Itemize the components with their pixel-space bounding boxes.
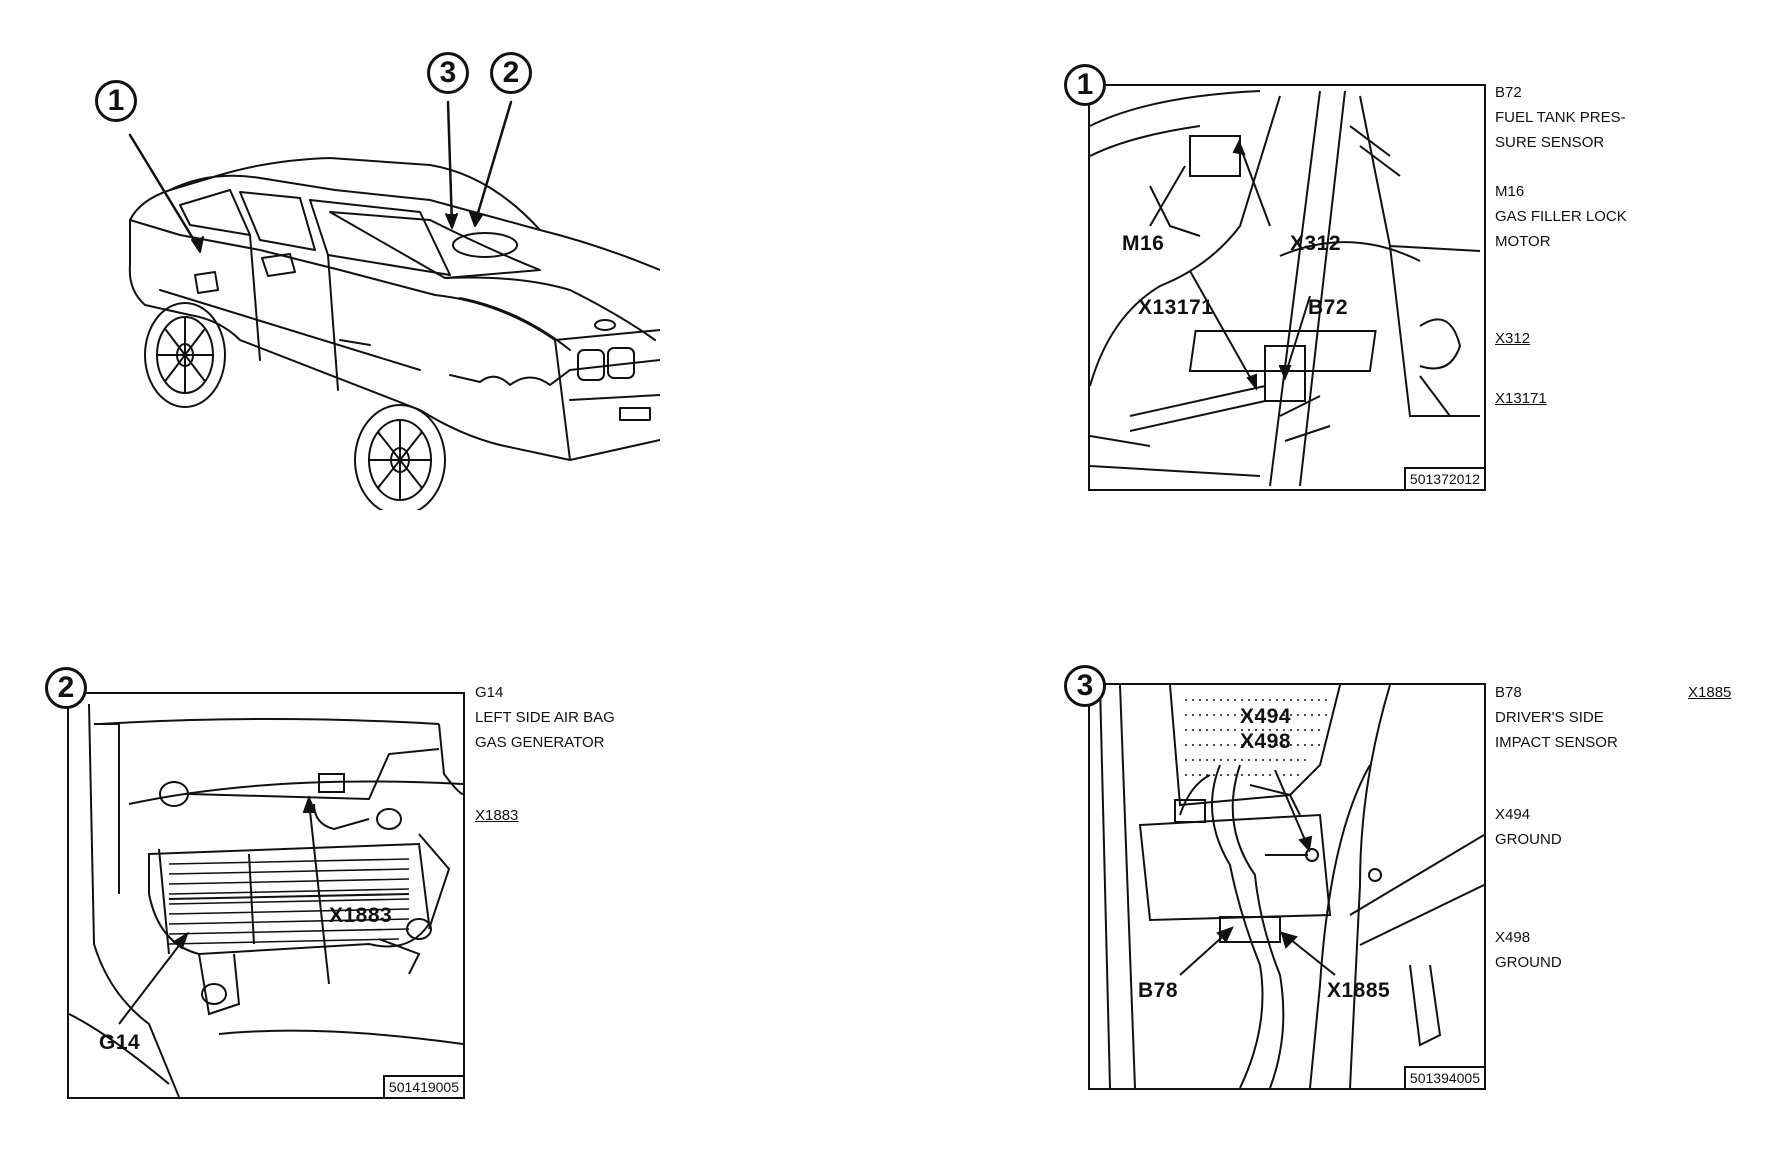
- car-marker-3-label: 3: [439, 56, 457, 89]
- legend-desc: SURE SENSOR: [1495, 134, 1605, 151]
- panel-marker-2-label: 2: [57, 671, 75, 704]
- callout-x1883: X1883: [329, 904, 393, 927]
- legend-desc: GROUND: [1495, 831, 1562, 848]
- airbag-generator-illustration: [69, 703, 463, 1097]
- legend-desc: GROUND: [1495, 954, 1562, 971]
- legend-desc: DRIVER'S SIDE: [1495, 709, 1604, 726]
- legend-entry-b72: B72 FUEL TANK PRES- SURE SENSOR: [1495, 80, 1627, 155]
- callout-x13171: X13171: [1138, 296, 1214, 319]
- callout-m16: M16: [1122, 232, 1165, 255]
- legend-code: X498: [1495, 929, 1531, 946]
- legend-panel-2: G14 LEFT SIDE AIR BAG GAS GENERATOR X188…: [475, 680, 615, 828]
- detail-panel-3: X494 X498 B78 X1885 501394005: [1088, 683, 1486, 1090]
- legend-entry-x498: X498 GROUND: [1495, 925, 1618, 975]
- legend-entry-m16: M16 GAS FILLER LOCK MOTOR: [1495, 179, 1627, 254]
- legend-connector-x1883: X1883: [475, 807, 519, 824]
- car-marker-1: 1: [95, 80, 137, 122]
- callout-b78: B78: [1138, 979, 1179, 1002]
- figure-number-1: 501372012: [1403, 467, 1484, 489]
- legend-panel-3: B78 DRIVER'S SIDE IMPACT SENSOR X494 GRO…: [1495, 680, 1618, 975]
- car-marker-2-label: 2: [502, 56, 520, 89]
- legend-desc: FUEL TANK PRES-: [1495, 109, 1626, 126]
- legend-desc: MOTOR: [1495, 233, 1551, 250]
- legend-connector-x13171: X13171: [1495, 390, 1547, 407]
- legend-code: G14: [475, 684, 504, 701]
- legend-code: B78: [1495, 684, 1522, 701]
- panel-marker-3-label: 3: [1076, 669, 1094, 702]
- callout-g14: G14: [99, 1031, 141, 1054]
- car-illustration: [128, 100, 661, 516]
- legend-entry-b78: B78 DRIVER'S SIDE IMPACT SENSOR: [1495, 680, 1618, 755]
- car-overview: 1 3 2: [95, 40, 661, 516]
- callout-x498: X498: [1240, 730, 1292, 753]
- car-marker-1-label: 1: [107, 84, 125, 117]
- legend-connector-x1885: X1885: [1688, 684, 1732, 701]
- legend-code: M16: [1495, 183, 1525, 200]
- fuel-filler-illustration: [1090, 90, 1481, 487]
- callout-x312: X312: [1290, 232, 1342, 255]
- legend-entry-x494: X494 GROUND: [1495, 802, 1618, 852]
- legend-code: X494: [1495, 806, 1531, 823]
- legend-connector-x312: X312: [1495, 330, 1531, 347]
- legend-desc: GAS FILLER LOCK: [1495, 208, 1627, 225]
- detail-panel-2: X1883 G14 501419005: [67, 692, 465, 1099]
- detail-panel-1: M16 X312 X13171 B72 501372012: [1088, 84, 1486, 491]
- panel-marker-1-label: 1: [1076, 68, 1094, 101]
- figure-number-2: 501419005: [382, 1075, 463, 1097]
- callout-b72: B72: [1308, 296, 1349, 319]
- panel-marker-1: 1: [1064, 64, 1106, 106]
- callout-x1885: X1885: [1327, 979, 1391, 1002]
- legend-desc: LEFT SIDE AIR BAG: [475, 709, 615, 726]
- panel-marker-3: 3: [1064, 665, 1106, 707]
- callout-x494: X494: [1240, 705, 1292, 728]
- legend-code: B72: [1495, 84, 1522, 101]
- legend-desc: GAS GENERATOR: [475, 734, 605, 751]
- legend-entry-g14: G14 LEFT SIDE AIR BAG GAS GENERATOR: [475, 680, 615, 755]
- car-marker-3: 3: [427, 52, 469, 94]
- legend-panel-1: B72 FUEL TANK PRES- SURE SENSOR M16 GAS …: [1495, 80, 1627, 411]
- legend-desc: IMPACT SENSOR: [1495, 734, 1618, 751]
- panel-marker-2: 2: [45, 667, 87, 709]
- figure-number-3: 501394005: [1403, 1066, 1484, 1088]
- impact-sensor-illustration: [1099, 685, 1484, 1088]
- car-marker-2: 2: [490, 52, 532, 94]
